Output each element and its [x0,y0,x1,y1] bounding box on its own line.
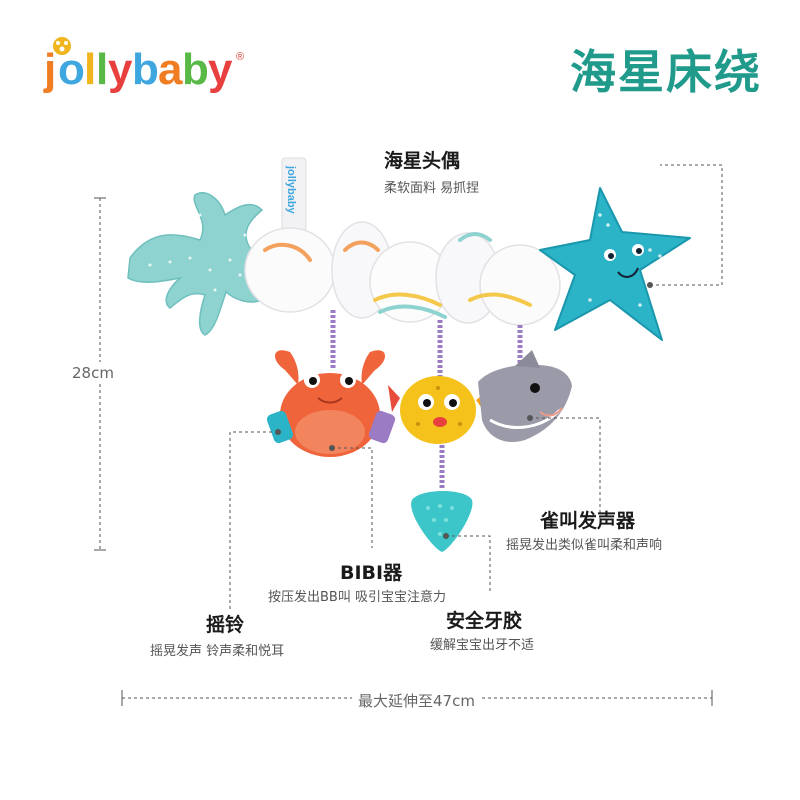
svg-text:jollybaby: jollybaby [285,165,297,215]
brand-logo: j o l l y b a b y ® [42,32,252,102]
svg-text:l: l [96,45,108,94]
svg-text:b: b [132,45,159,94]
callout-rattle: 摇铃 [206,610,244,637]
height-dimension-label: 28cm [72,362,114,384]
callout-rattle-desc: 摇晃发声 铃声柔和悦耳 [150,644,285,659]
svg-text:y: y [108,45,133,94]
svg-text:b: b [182,45,209,94]
svg-text:a: a [158,45,183,94]
page-title: 海星床绕 [570,45,762,99]
svg-text:®: ® [236,51,244,63]
callout-rattle-title: 摇铃 [206,614,245,636]
svg-text:j: j [43,45,56,94]
callout-bibi: BIBI器 [340,558,402,585]
callout-bibi-desc: 按压发出BB叫 吸引宝宝注意力 [268,590,446,605]
callout-squeaker-desc: 摇晃发出类似雀叫柔和声响 [506,538,663,553]
width-dimension-label: 最大延伸至47cm [352,690,481,711]
callout-squeaker-title: 雀叫发声器 [540,510,636,532]
callout-starfish: 海星头偶 柔软面料 易抓捏 [384,146,479,196]
svg-text:y: y [208,45,233,94]
callout-teether-desc: 缓解宝宝出牙不适 [430,638,535,653]
callout-teether: 安全牙胶 [446,606,522,633]
callout-bibi-title: BIBI器 [340,562,403,584]
callout-teether-title: 安全牙胶 [446,610,523,632]
callout-starfish-desc: 柔软面料 易抓捏 [384,181,480,196]
svg-text:l: l [84,45,96,94]
callout-squeaker: 雀叫发声器 [540,506,635,533]
callout-starfish-title: 海星头偶 [384,150,461,172]
